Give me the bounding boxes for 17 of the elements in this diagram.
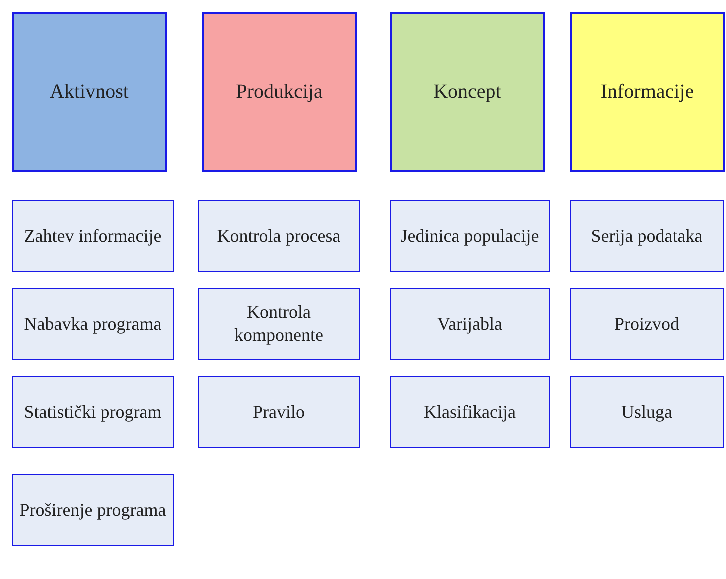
item-box: Kontrola komponente — [198, 288, 360, 360]
item-box: Statistički program — [12, 376, 174, 448]
category-box: Informacije — [570, 12, 725, 172]
item-box: Kontrola procesa — [198, 200, 360, 272]
item-box: Jedinica populacije — [390, 200, 550, 272]
item-box: Proizvod — [570, 288, 724, 360]
category-box: Aktivnost — [12, 12, 167, 172]
item-box: Zahtev informacije — [12, 200, 174, 272]
item-box: Varijabla — [390, 288, 550, 360]
item-box: Proširenje programa — [12, 474, 174, 546]
item-box: Klasifikacija — [390, 376, 550, 448]
item-box: Nabavka programa — [12, 288, 174, 360]
item-box: Serija podataka — [570, 200, 724, 272]
item-box: Pravilo — [198, 376, 360, 448]
category-box: Koncept — [390, 12, 545, 172]
item-box: Usluga — [570, 376, 724, 448]
category-box: Produkcija — [202, 12, 357, 172]
